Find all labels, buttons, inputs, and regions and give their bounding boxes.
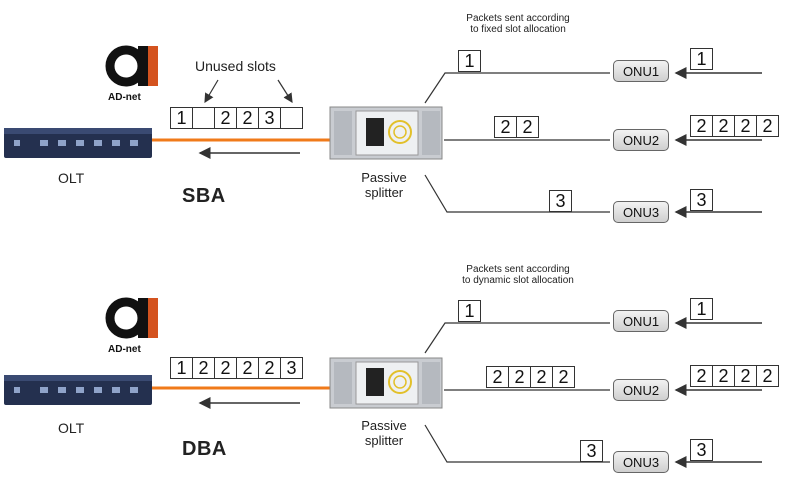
sba-onu1-out-slots: 1	[458, 50, 481, 72]
adnet-logo-icon	[105, 45, 158, 87]
slot-cell: 2	[712, 365, 735, 387]
splitter-label: Passive splitter	[349, 170, 419, 200]
splitter-icon	[329, 357, 443, 409]
sba-onu3-in-slots: 3	[690, 189, 713, 211]
slot-cell: 1	[690, 298, 713, 320]
slot-cell: 3	[690, 189, 713, 211]
slot-cell: 2	[690, 365, 713, 387]
splitter-icon	[329, 106, 443, 160]
dba-onu2: ONU2	[613, 379, 669, 401]
sba-onu3: ONU3	[613, 201, 669, 223]
slot-cell: 2	[712, 115, 735, 137]
sba-onu2: ONU2	[613, 129, 669, 151]
slot-cell: 2	[192, 357, 215, 379]
branch-onu1	[424, 72, 610, 104]
slot-cell: 2	[734, 115, 757, 137]
slot-cell: 2	[236, 107, 259, 129]
slot-cell: 2	[530, 366, 553, 388]
slot-cell: 2	[214, 357, 237, 379]
branch-onu3	[424, 424, 610, 463]
branch-onu3	[424, 174, 610, 213]
dba-onu1-out-slots: 1	[458, 300, 481, 322]
slot-cell: 3	[258, 107, 281, 129]
slot-cell: 1	[170, 107, 193, 129]
adnet-logo-icon	[105, 297, 158, 339]
unused-slots-label: Unused slots	[195, 58, 276, 74]
dba-caption-line1: Packets sent according	[466, 264, 570, 275]
splitter-label-line2: splitter	[364, 185, 404, 200]
slot-cell: 1	[458, 300, 481, 322]
slot-cell: 2	[508, 366, 531, 388]
splitter-label-line1: Passive	[361, 170, 407, 185]
dba-title: DBA	[182, 438, 227, 460]
slot-cell: 2	[516, 116, 539, 138]
olt-label: OLT	[58, 170, 85, 186]
slot-cell: 3	[580, 440, 603, 462]
dba-caption-line2: to dynamic slot allocation	[462, 275, 574, 286]
slot-cell: 2	[552, 366, 575, 388]
dba-lines	[4, 317, 762, 468]
slot-cell: 2	[756, 115, 779, 137]
slot-cell: 2	[236, 357, 259, 379]
slot-cell	[192, 107, 215, 129]
branch-onu1	[424, 322, 610, 354]
sba-onu3-out-slots: 3	[549, 190, 572, 212]
olt-label: OLT	[58, 420, 85, 436]
dba-onu3-out-slots: 3	[580, 440, 603, 462]
dba-onu1: ONU1	[613, 310, 669, 332]
slot-cell	[280, 107, 303, 129]
slot-cell: 2	[756, 365, 779, 387]
sba-caption: Packets sent according to fixed slot all…	[448, 13, 588, 35]
slot-cell: 2	[494, 116, 517, 138]
slot-cell: 2	[486, 366, 509, 388]
slot-cell: 1	[690, 48, 713, 70]
dba-caption: Packets sent according to dynamic slot a…	[446, 264, 590, 286]
splitter-label-line2: splitter	[364, 433, 404, 448]
adnet-brand: AD-net	[108, 92, 141, 103]
sba-caption-line1: Packets sent according	[466, 13, 570, 24]
slot-cell: 3	[690, 439, 713, 461]
sba-title: SBA	[182, 185, 226, 207]
slot-cell: 2	[214, 107, 237, 129]
sba-caption-line2: to fixed slot allocation	[470, 24, 566, 35]
dba-onu3: ONU3	[613, 451, 669, 473]
unused-pointer-right	[277, 79, 293, 104]
adnet-brand: AD-net	[108, 344, 141, 355]
slot-cell: 3	[549, 190, 572, 212]
dba-onu3-in-slots: 3	[690, 439, 713, 461]
unused-pointer-left	[204, 79, 219, 104]
slot-cell: 2	[734, 365, 757, 387]
sba-lines	[4, 67, 762, 218]
slot-cell: 1	[170, 357, 193, 379]
slot-cell: 2	[258, 357, 281, 379]
splitter-label-line1: Passive	[361, 418, 407, 433]
olt-device-icon	[4, 128, 152, 158]
splitter-label: Passive splitter	[349, 418, 419, 448]
sba-onu1: ONU1	[613, 60, 669, 82]
slot-cell: 3	[280, 357, 303, 379]
dba-onu1-in-slots: 1	[690, 298, 713, 320]
sba-onu1-in-slots: 1	[690, 48, 713, 70]
slot-cell: 1	[458, 50, 481, 72]
olt-device-icon	[4, 375, 152, 405]
slot-cell: 2	[690, 115, 713, 137]
